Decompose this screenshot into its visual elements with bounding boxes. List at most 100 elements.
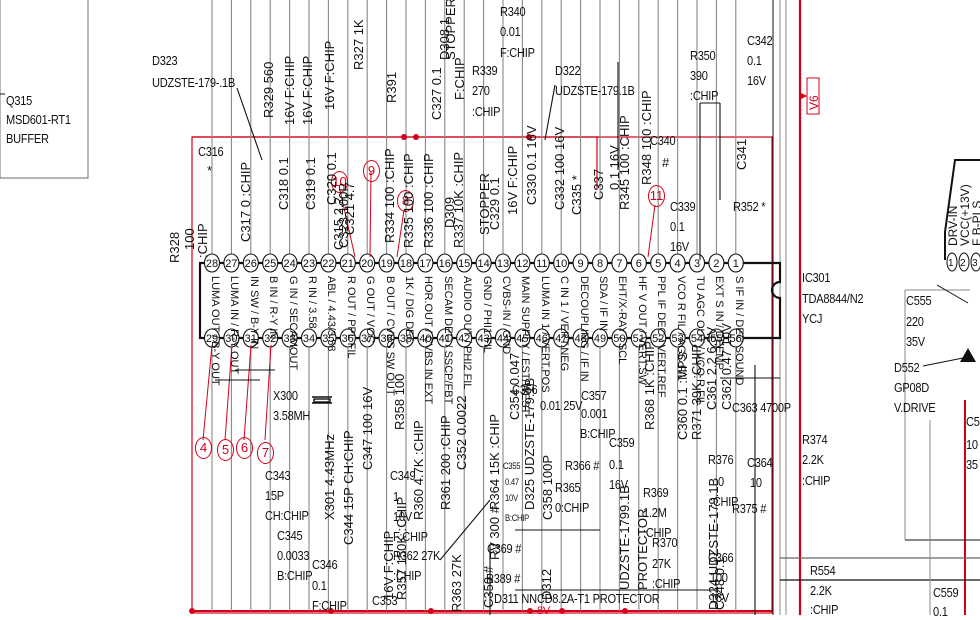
ic-pin-number: 12	[516, 258, 528, 270]
component-label: 16V F:CHIP	[282, 55, 297, 125]
ic301-ref: IC301	[802, 270, 831, 285]
r339-ref: R339	[472, 63, 498, 78]
ic-pin-number: 21	[342, 258, 354, 270]
ic-pin-18: 18	[397, 253, 415, 273]
connector-pins	[946, 252, 980, 272]
ic-pin-51: 51	[630, 328, 647, 348]
ic-pin-42: 42	[456, 328, 473, 348]
ic-pin-number: 8	[597, 258, 603, 270]
ic-pin-26: 26	[242, 253, 259, 273]
component-label: R357 150K :CHIP	[394, 496, 409, 600]
ic-pin-label: EXT S IN / DEEMP	[713, 276, 726, 370]
c316-mark: *	[207, 163, 212, 178]
ic-pin-number: 44	[497, 333, 509, 345]
ic-pin-38: 38	[378, 328, 395, 348]
ic-pin-6: 6	[630, 253, 647, 273]
d322-part: UDZSTE-179.1B	[555, 83, 635, 98]
ic-pin-label: C IN 1 / VERT.NEG	[558, 276, 571, 372]
ic-pin-number: 16	[439, 258, 451, 270]
ic-pin-number: 48	[574, 333, 586, 345]
component-label: C323 100P	[336, 182, 351, 248]
c339-volt: 16V	[670, 239, 689, 254]
ic-pin-43: 43	[475, 328, 492, 348]
component-label: R327 1K	[351, 19, 366, 70]
bottom-wires	[211, 347, 737, 611]
ic-pin-22: 22	[320, 253, 337, 273]
detail-wires	[215, 62, 780, 615]
ic-pin-20: 20	[359, 253, 376, 273]
ic-pin-37: 37	[359, 328, 376, 348]
ic-pin-1: 1	[727, 253, 744, 273]
c349-volt: 10V	[393, 509, 412, 524]
r376-ref: R376	[708, 452, 734, 467]
component-label: C332 100 16V	[552, 126, 567, 210]
c359-val: 0.1	[609, 457, 624, 472]
ic-pin-number: 4	[675, 258, 681, 270]
ic-pin-number: 9	[578, 258, 584, 270]
ic301-part: TDA8844/N2	[802, 291, 864, 306]
component-label: C337	[591, 168, 606, 200]
r352-ref: R352 *	[733, 199, 766, 214]
component-label: RV 300 #	[487, 506, 502, 560]
r350-ref: R350	[690, 48, 716, 63]
c357-ref: C357	[581, 388, 607, 403]
ic-pin-number: 1	[733, 258, 739, 270]
callout-10: 10	[331, 171, 348, 193]
ic-pin-33: 33	[281, 328, 298, 348]
c357-val: 0.001	[581, 406, 608, 421]
c353-ref: C353	[372, 593, 398, 608]
c359-volt: 16V	[609, 477, 628, 492]
r374-val: 2.2K	[802, 452, 824, 467]
ic-pin-number: 54	[691, 333, 703, 345]
component-label: C350 #	[481, 566, 496, 608]
ic-pin-label: SDA / IF IN	[597, 276, 609, 332]
r350-type: :CHIP	[690, 88, 719, 103]
c559-val: 0.1	[933, 604, 948, 619]
ic-pin-label: HF V OUT / VERT.SW	[635, 276, 648, 385]
ic-pin-12: 12	[514, 253, 531, 273]
c366-volt: 16V	[710, 590, 729, 605]
ic-pin-number: 38	[380, 333, 392, 345]
d552-func: V.DRIVE	[894, 400, 936, 415]
ic-pin-label: 1K / DIG DEC	[403, 276, 415, 345]
r340-type: F:CHIP	[500, 45, 535, 60]
c340-ref: C340	[650, 133, 676, 148]
callout-6: 6	[236, 437, 253, 459]
ic-pin-number: 35	[322, 333, 334, 345]
r362-type: :CHIP	[393, 568, 422, 583]
callout-5: 5	[217, 439, 234, 461]
component-label: 16V F:CHIP	[300, 55, 315, 125]
ic-pin-number: 56	[730, 333, 742, 345]
ic-pin-4: 4	[669, 253, 686, 273]
connector-pin-2: 2	[960, 258, 966, 269]
c364-val: 10	[750, 475, 762, 490]
flag-v6-label: V6	[807, 95, 821, 110]
ic-pin-40: 40	[417, 328, 434, 348]
c356-val: 0.01 25V	[540, 398, 583, 413]
ic-pin-8: 8	[591, 253, 609, 273]
c357-type: B:CHIP	[580, 426, 616, 441]
c346-val: 0.1	[312, 578, 327, 593]
c55x-ref: C5	[966, 414, 980, 429]
ic-pin-39: 39	[397, 328, 415, 348]
ic-pin-label: B IN / R-Y IN	[267, 276, 280, 340]
ic-pin-number: 51	[633, 333, 645, 345]
ic-pin-number: 10	[555, 258, 567, 270]
component-label: D309	[442, 196, 457, 228]
c555-leader	[936, 284, 969, 304]
ic-pin-29: 29	[203, 328, 221, 348]
ic-pin-label: AUDIO OUT / PHI2 FIL	[461, 276, 474, 390]
component-label: C319 0.1	[303, 157, 318, 210]
ic-pin-54: 54	[688, 328, 706, 348]
ic-pin-number: 29	[206, 333, 218, 345]
c339-ref: C339	[670, 199, 696, 214]
ic-pin-number: 34	[303, 333, 315, 345]
r370-ref: R370	[652, 535, 678, 550]
c356-ref: C356	[512, 382, 538, 397]
component-label: R363 27K	[449, 554, 464, 612]
component-label: C348 0.1	[712, 557, 727, 610]
c342-volt: 16V	[747, 73, 766, 88]
r554-ref: R554	[810, 563, 836, 578]
ic-pin-number: 39	[400, 333, 412, 345]
ic-pin-number: 41	[439, 333, 451, 345]
